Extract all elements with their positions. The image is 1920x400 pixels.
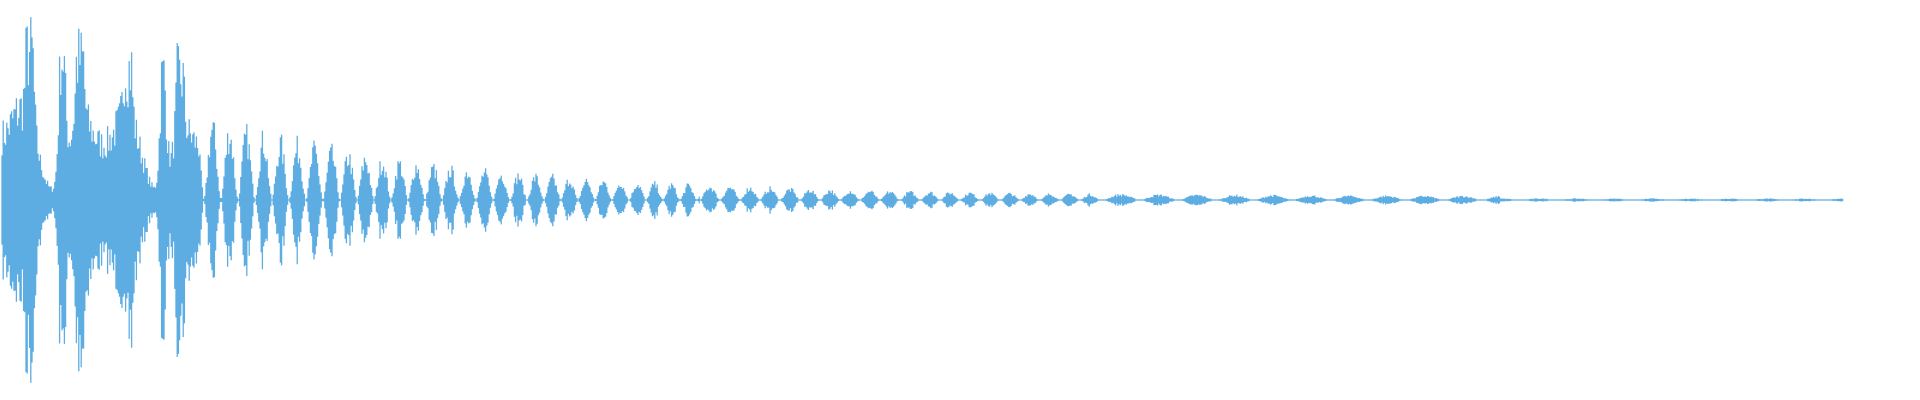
waveform-bars (1, 17, 1844, 383)
waveform-path (1, 17, 1844, 383)
